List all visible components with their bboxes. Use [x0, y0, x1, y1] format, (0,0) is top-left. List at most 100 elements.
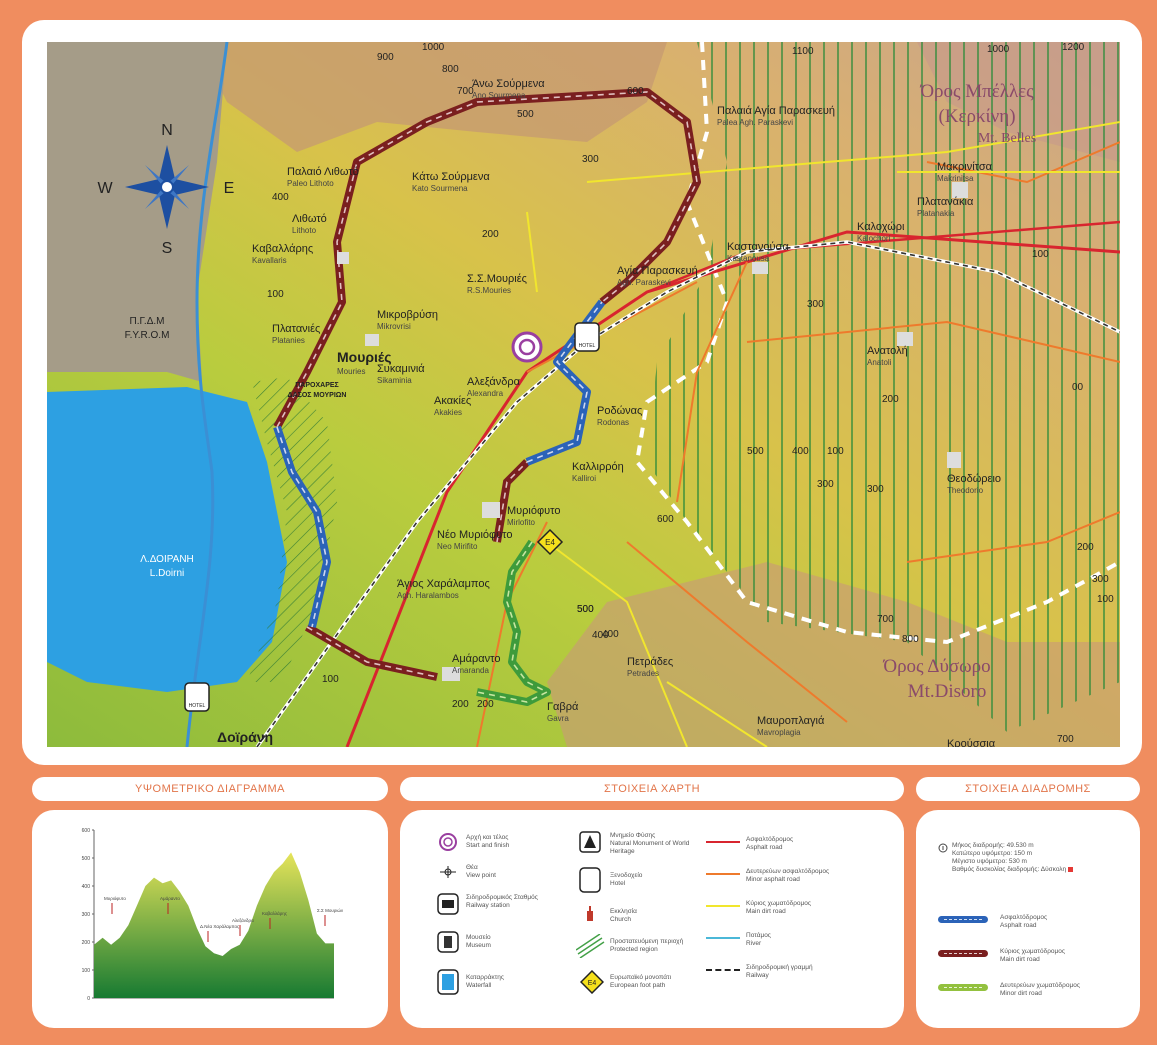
elev-point-label: Αμάραντο [160, 895, 180, 901]
contour-label: 100 [267, 289, 284, 300]
place-label-en: Mavroplagia [757, 728, 801, 737]
place-label-en: Rodonas [597, 418, 629, 427]
elev-point-label: Καβαλλάρης [262, 910, 288, 916]
place-label: Καλλιρρόη [572, 461, 624, 473]
lake-label: Λ.ΔΟΙΡΑΝΗ [140, 554, 194, 565]
legend-line-swatch [706, 905, 740, 907]
settlement [442, 667, 460, 681]
protected-label: ΠΑΡΟΧΑΡΕΣ [295, 382, 339, 389]
place-label: Αλεξάνδρα [467, 376, 521, 388]
contour-label: 200 [882, 394, 899, 405]
place-label-en: Ano Sourmena [472, 91, 526, 100]
difficulty-indicator [1068, 866, 1073, 872]
hotel-icon[interactable]: HOTEL [574, 322, 600, 352]
place-label-en: Petrades [627, 669, 659, 678]
place-label-en: Alexandra [467, 389, 504, 398]
legend-protected-gr: Προστατευόμενη περιοχή [610, 938, 684, 945]
place-label: Αμάραντο [452, 653, 500, 665]
place-label: Λιθωτό [292, 213, 327, 225]
place-label-en: Mouries [337, 367, 365, 376]
route-main-dirt [276, 91, 698, 428]
lake-label: L.Doirni [150, 568, 184, 579]
place-label: Ανατολή [867, 345, 908, 357]
place-label-en: Neo Mirifito [437, 542, 478, 551]
elevation-header: ΥΨΟΜΕΤΡΙΚΟ ΔΙΑΓΡΑΜΜΑ [32, 777, 388, 801]
contour-label: 500 [517, 109, 534, 120]
legend-monument-gr: Μνημείο Φύσης [610, 832, 656, 839]
european-path-icon: E4 [580, 970, 604, 994]
contour-label: 300 [1092, 574, 1109, 585]
place-label-en: Makrinitsa [937, 174, 974, 183]
contour-label: 700 [457, 86, 474, 97]
contour-label: 1000 [987, 44, 1010, 55]
route-minor-dirt [476, 541, 549, 703]
elev-ytick: 600 [82, 828, 91, 834]
place-label: Κάτω Σούρμενα [412, 171, 490, 183]
legend-e4-en: European foot path [610, 982, 666, 989]
route-panel: Μήκος διαδρομής: 49.530 m Κατώτερο υψόμε… [916, 810, 1140, 1028]
place-label-en: Theodorio [947, 486, 984, 495]
contour-label: 400 [592, 630, 609, 641]
hotel-icon[interactable]: HOTEL [184, 682, 210, 712]
contour-label: 1100 [792, 46, 814, 57]
contour-label: 200 [1077, 542, 1094, 553]
legend-rail-en: Railway station [466, 902, 510, 909]
compass-north-label: N [161, 122, 173, 139]
settlement [752, 262, 768, 274]
compass-west-label: W [97, 180, 113, 197]
e4-marker[interactable]: E4 [536, 528, 564, 556]
place-label-en: Mirlofito [507, 518, 536, 527]
svg-text:E4: E4 [588, 980, 597, 987]
contour-label: 300 [867, 484, 884, 495]
legend-waterfall-gr: Καταρράκτης [466, 974, 504, 981]
elev-ytick: 200 [82, 940, 91, 946]
contour-label: 200 [482, 229, 499, 240]
place-label-en: Akakies [434, 408, 462, 417]
contour-label: 200 [477, 699, 494, 710]
place-label-en: Kastanousa [727, 254, 770, 263]
contour-label: 300 [807, 299, 824, 310]
place-label-en: Kalochori [857, 234, 891, 243]
elev-point-label: Σ.Σ Μουριών [317, 907, 344, 913]
route-main-dirt [306, 461, 528, 678]
legend-museum-en: Museum [466, 942, 491, 949]
legend-line-swatch [706, 969, 740, 971]
legend-start-en: Start and finish [466, 842, 510, 849]
route-map[interactable]: N S E W Όρος Μπέλλες (Κερκίνη) Mt. Belle… [47, 42, 1120, 747]
legend-e4-gr: Ευρωπαϊκό μονοπάτι [610, 974, 672, 981]
museum-icon [437, 931, 459, 953]
info-icon [938, 843, 948, 853]
contour-label: 500 [747, 446, 764, 457]
contour-label: 1000 [422, 42, 445, 53]
start-finish-marker[interactable] [511, 331, 543, 363]
legend-monument-en: Natural Monument of World Heritage [610, 840, 690, 855]
start-finish-marker-inner [518, 338, 536, 356]
route-max-alt: Μέγιστο υψόμετρο: 530 m [952, 858, 1027, 865]
region-label: (Κερκίνη) [938, 106, 1015, 127]
contour-label: 900 [377, 52, 394, 63]
svg-text:E4: E4 [545, 538, 555, 547]
place-label: Πλατανάκια [917, 196, 974, 208]
church-icon [587, 906, 593, 921]
place-label: Πλατανιές [272, 323, 320, 335]
route-asphalt [276, 301, 603, 628]
place-label-en: Palea Agh. Paraskevi [717, 118, 793, 127]
place-label: Παλαιό Λιθωτό [287, 166, 359, 178]
region-label: Mt. Belles [978, 131, 1036, 146]
place-label-en: Agh. Haralambos [397, 591, 459, 600]
elev-ytick: 400 [82, 884, 91, 890]
place-label-en: Agh. Paraskevi [617, 278, 671, 287]
elev-point-label: Μυριόφυτο [104, 895, 126, 901]
legend-waterfall-en: Waterfall [466, 982, 492, 989]
settlement [482, 502, 500, 518]
place-label: Σ.Σ.Μουριές [467, 273, 527, 285]
place-label: Άνω Σούρμενα [472, 78, 545, 90]
place-label-en: Amaranda [452, 666, 489, 675]
contour-label: 800 [902, 634, 919, 645]
